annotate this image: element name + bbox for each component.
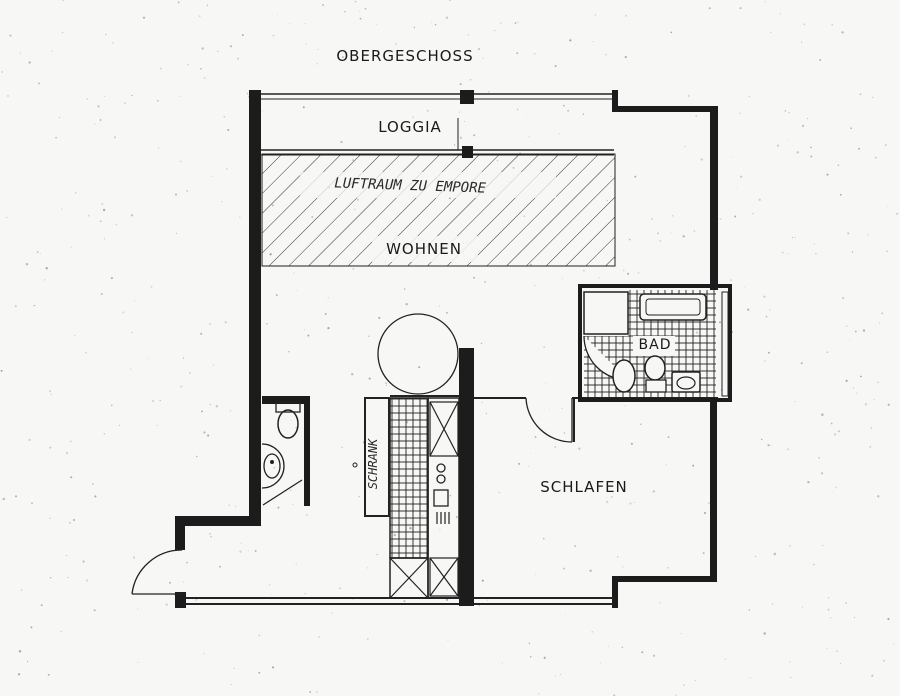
floor-label: OBERGESCHOSS — [336, 47, 473, 65]
kitchen — [352, 397, 460, 599]
room-label-schrank: SCHRANK — [366, 438, 380, 489]
round-table — [377, 313, 459, 395]
room-label-wohnen: WOHNEN — [386, 240, 462, 258]
room-label-bad: BAD — [639, 337, 672, 353]
central-wall — [459, 348, 474, 606]
loggia-railing — [258, 93, 614, 156]
room-label-schlafen: SCHLAFEN — [540, 478, 628, 496]
bathroom — [578, 284, 732, 402]
room-label-loggia: LOGGIA — [378, 118, 442, 136]
south-glazing — [186, 597, 614, 605]
entrance-door — [131, 549, 183, 595]
bedroom-door — [525, 397, 573, 443]
void-note: LUFTRAUM ZU EMPORE — [334, 175, 487, 196]
wc-room — [261, 396, 310, 506]
outer-walls — [175, 90, 718, 608]
